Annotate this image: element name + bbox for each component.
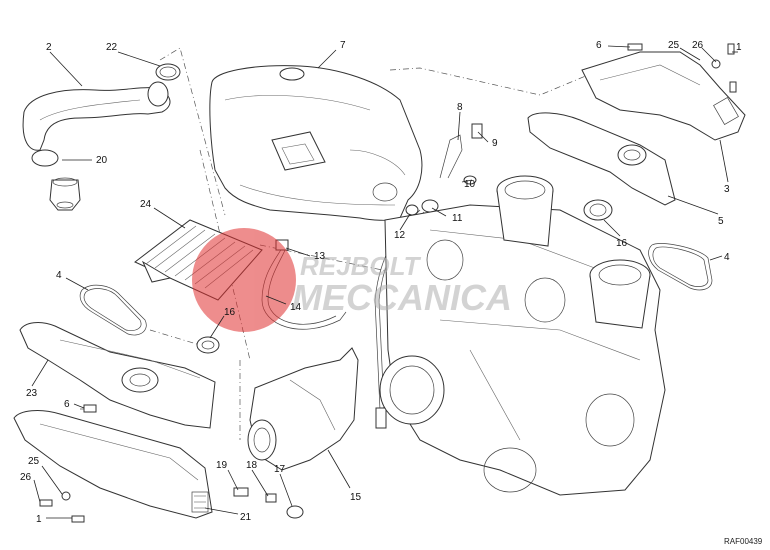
callout-18: 18 <box>246 460 258 471</box>
callout-15: 15 <box>350 492 362 503</box>
callout-26-bottom: 26 <box>20 472 32 483</box>
callout-3: 3 <box>724 184 730 195</box>
callout-12: 12 <box>394 230 406 241</box>
callout-11: 11 <box>452 213 463 224</box>
watermark-line2: MECCANICA <box>292 277 512 318</box>
air-duct-upper <box>527 112 676 206</box>
fasteners-upper-right <box>627 43 737 93</box>
watermark-line1: REJBOLT <box>300 251 422 281</box>
watermark: REJBOLT MECCANICA <box>192 228 512 332</box>
callout-numbers: 2 22 20 7 8 9 10 11 12 13 14 24 4 16 23 … <box>20 40 742 525</box>
gasket-left <box>79 284 147 336</box>
lower-side-cover <box>13 410 213 519</box>
fasteners-bottom-center <box>233 487 304 519</box>
callout-13: 13 <box>314 251 326 262</box>
callout-20: 20 <box>96 155 108 166</box>
bolt-lower-left <box>80 404 97 413</box>
callout-22: 22 <box>106 42 118 53</box>
air-duct-lower <box>19 322 216 429</box>
callout-23: 23 <box>26 388 38 399</box>
callout-5: 5 <box>718 216 724 227</box>
callout-17: 17 <box>274 464 286 475</box>
seal-ring-right <box>583 199 613 221</box>
hose-clamp-upper <box>155 63 181 81</box>
callout-2: 2 <box>46 42 52 53</box>
airbox-housing <box>209 65 423 221</box>
gasket-right <box>648 243 713 291</box>
seal-ring-left <box>196 336 220 354</box>
callout-10: 10 <box>464 179 476 190</box>
watermark-disc <box>192 228 296 332</box>
callout-6-left: 6 <box>64 399 70 410</box>
callout-19: 19 <box>216 460 228 471</box>
fasteners-lower-left <box>39 491 85 523</box>
drawing-reference: RAF00439 <box>724 537 763 546</box>
callout-7: 7 <box>340 40 346 51</box>
callout-4-left: 4 <box>56 270 62 281</box>
throttle-bodies <box>496 175 651 329</box>
callout-25-bottom: 25 <box>28 456 40 467</box>
callout-9: 9 <box>492 138 498 149</box>
callout-16-right: 16 <box>616 238 628 249</box>
intake-hose <box>22 81 171 167</box>
callout-24: 24 <box>140 199 152 210</box>
callout-leaders <box>31 45 738 519</box>
hose-fitting <box>49 177 81 211</box>
callout-1-bottom: 1 <box>36 514 42 525</box>
callout-25-top: 25 <box>668 40 680 51</box>
callout-14: 14 <box>290 302 302 313</box>
callout-1-top: 1 <box>736 42 742 53</box>
callout-6-top: 6 <box>596 40 602 51</box>
callout-21: 21 <box>240 512 252 523</box>
callout-26-top: 26 <box>692 40 704 51</box>
upper-side-cover <box>581 51 746 141</box>
throttle-duct <box>247 347 359 471</box>
callout-16-left: 16 <box>224 307 236 318</box>
callout-8: 8 <box>457 102 463 113</box>
bracket-clip <box>439 123 483 185</box>
callout-4-right: 4 <box>724 252 730 263</box>
